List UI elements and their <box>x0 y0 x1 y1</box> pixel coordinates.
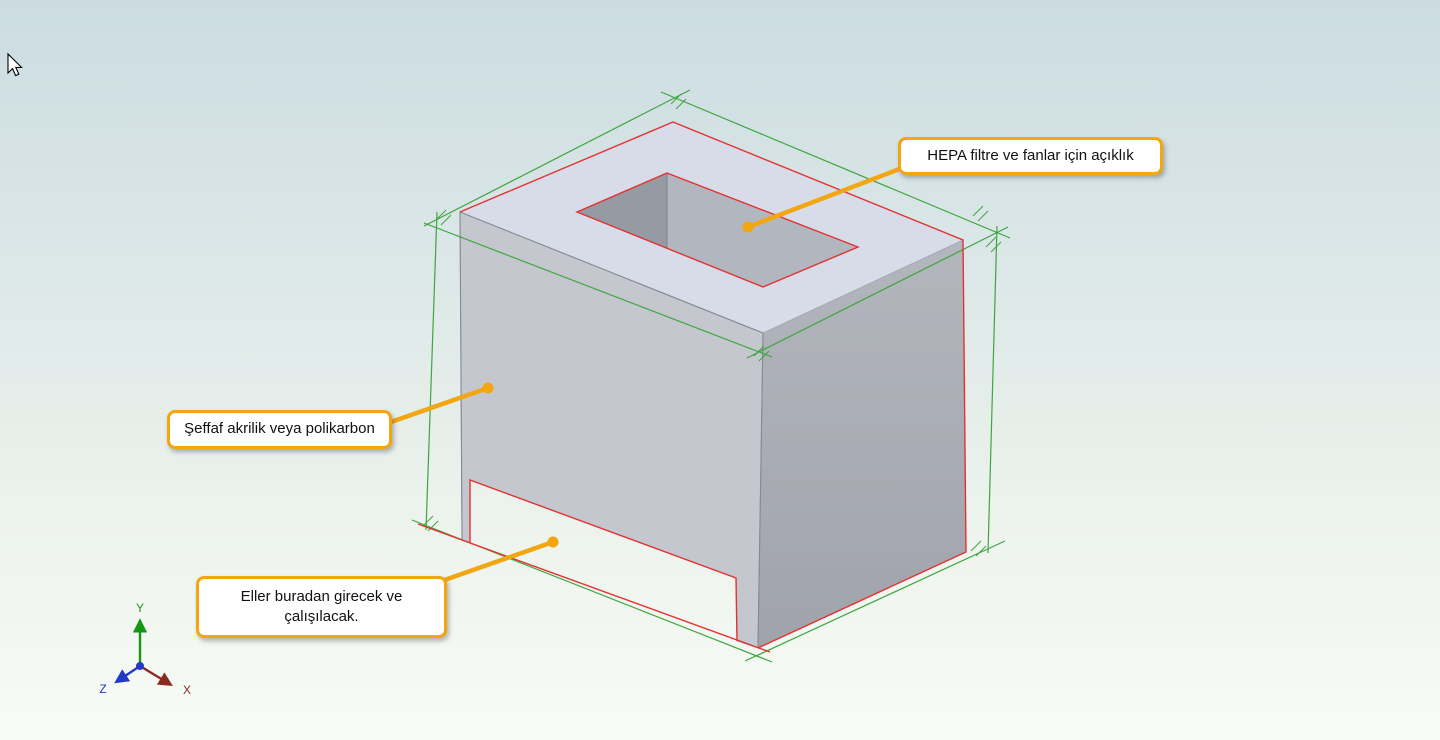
callout-front-panel[interactable]: Şeffaf akrilik veya polikarbon <box>167 410 392 449</box>
axis-x-label: X <box>183 683 191 697</box>
triad-origin-dot <box>136 662 144 670</box>
callout-hepa-text: HEPA filtre ve fanlar için açıklık <box>927 147 1134 164</box>
sketch-hatch-marks <box>422 93 1002 557</box>
callout-hand-opening-text: Eller buradan girecek ve çalışılacak. <box>240 587 403 625</box>
mouse-cursor <box>7 52 23 77</box>
axis-y-label: Y <box>136 601 144 615</box>
callout-leader-lines <box>388 165 905 586</box>
open-edges <box>417 121 967 653</box>
axis-x-arrow <box>139 664 173 686</box>
orientation-triad[interactable]: Y Z X <box>99 601 191 697</box>
callout-hand-opening[interactable]: Eller buradan girecek ve çalışılacak. <box>196 576 447 638</box>
callout-hepa-opening[interactable]: HEPA filtre ve fanlar için açıklık <box>898 137 1163 176</box>
callout-leader-dots <box>482 221 754 548</box>
axis-z-label: Z <box>99 682 106 696</box>
model-crease-edges <box>459 211 764 649</box>
callout-front-panel-text: Şeffaf akrilik veya polikarbon <box>184 420 375 438</box>
axis-z-arrow <box>114 665 141 684</box>
